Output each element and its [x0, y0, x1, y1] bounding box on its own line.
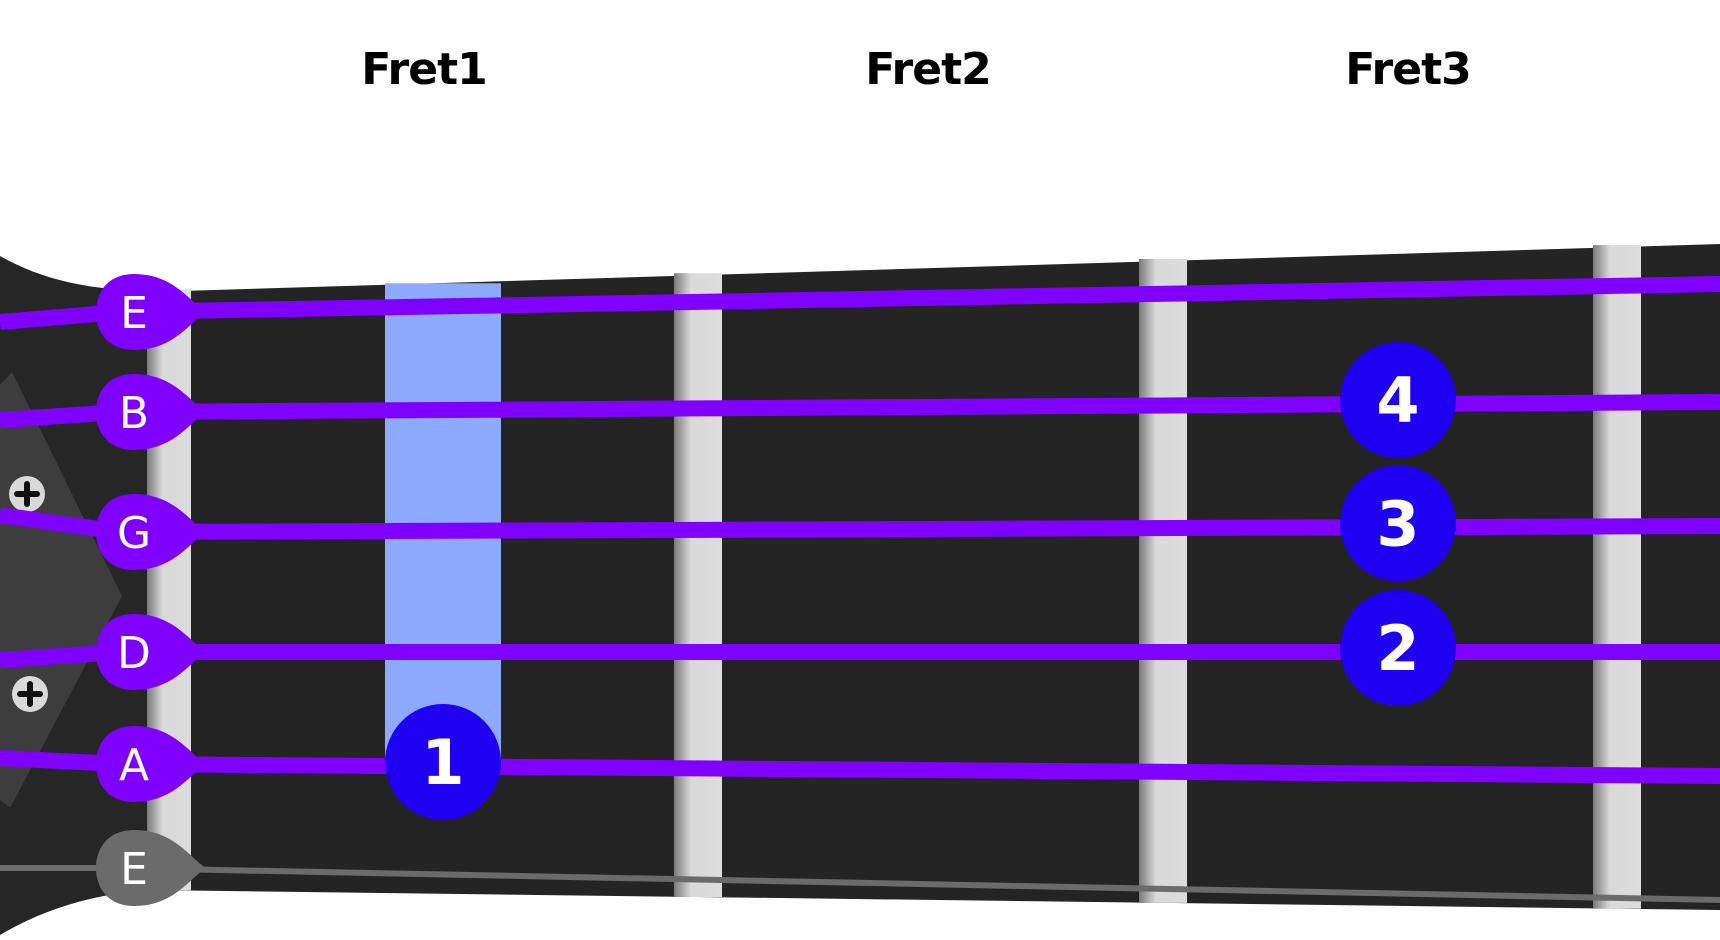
string-peg-3: G [96, 494, 206, 570]
string-peg-shape [96, 374, 206, 450]
finger-dot-1: 1 [385, 704, 501, 821]
string-name-label: D [117, 628, 151, 679]
finger-dot-2: 2 [1340, 590, 1456, 706]
finger-dot-circle [385, 704, 501, 821]
string-name-label: E [120, 844, 148, 895]
finger-dot-circle [1340, 590, 1456, 706]
string-peg-1: E [96, 274, 206, 350]
string-peg-shape [96, 494, 206, 570]
string-name-label: G [117, 508, 151, 559]
finger-number-label: 3 [1376, 487, 1419, 560]
string-peg-shape [96, 830, 206, 906]
string-peg-5: A [96, 726, 206, 802]
string-peg-shape [96, 274, 206, 350]
string-peg-6: E [96, 830, 206, 906]
string-peg-shape [96, 614, 206, 690]
finger-dot-circle [1340, 465, 1456, 582]
string-peg-shape [96, 726, 206, 802]
fret-wire-1 [674, 273, 722, 897]
string-4 [0, 644, 1720, 668]
tuning-screw-cross [17, 681, 43, 707]
string-name-label: A [119, 740, 149, 791]
finger-number-label: 2 [1376, 612, 1419, 685]
finger-dot-4: 4 [1340, 342, 1456, 459]
finger-number-label: 4 [1376, 364, 1419, 437]
finger-dots: 1 2 3 4 [385, 342, 1456, 821]
fretboard [148, 244, 1720, 910]
finger-dot-circle [1340, 342, 1456, 459]
string-peg-2: B [96, 374, 206, 450]
string-name-label: B [119, 388, 149, 439]
fret-label-3: Fret3 [1345, 44, 1471, 95]
fret-label-1: Fret1 [361, 44, 487, 95]
fret-label-2: Fret2 [865, 44, 991, 95]
string-name-label: E [120, 288, 148, 339]
fret-wire-2 [1139, 259, 1187, 903]
fret-wire-3 [1593, 245, 1641, 909]
finger-number-label: 1 [421, 726, 464, 799]
finger-dot-3: 3 [1340, 465, 1456, 582]
string-peg-4: D [96, 614, 206, 690]
fretboard-surface [148, 244, 1720, 910]
tuning-screw-cross [14, 481, 40, 507]
